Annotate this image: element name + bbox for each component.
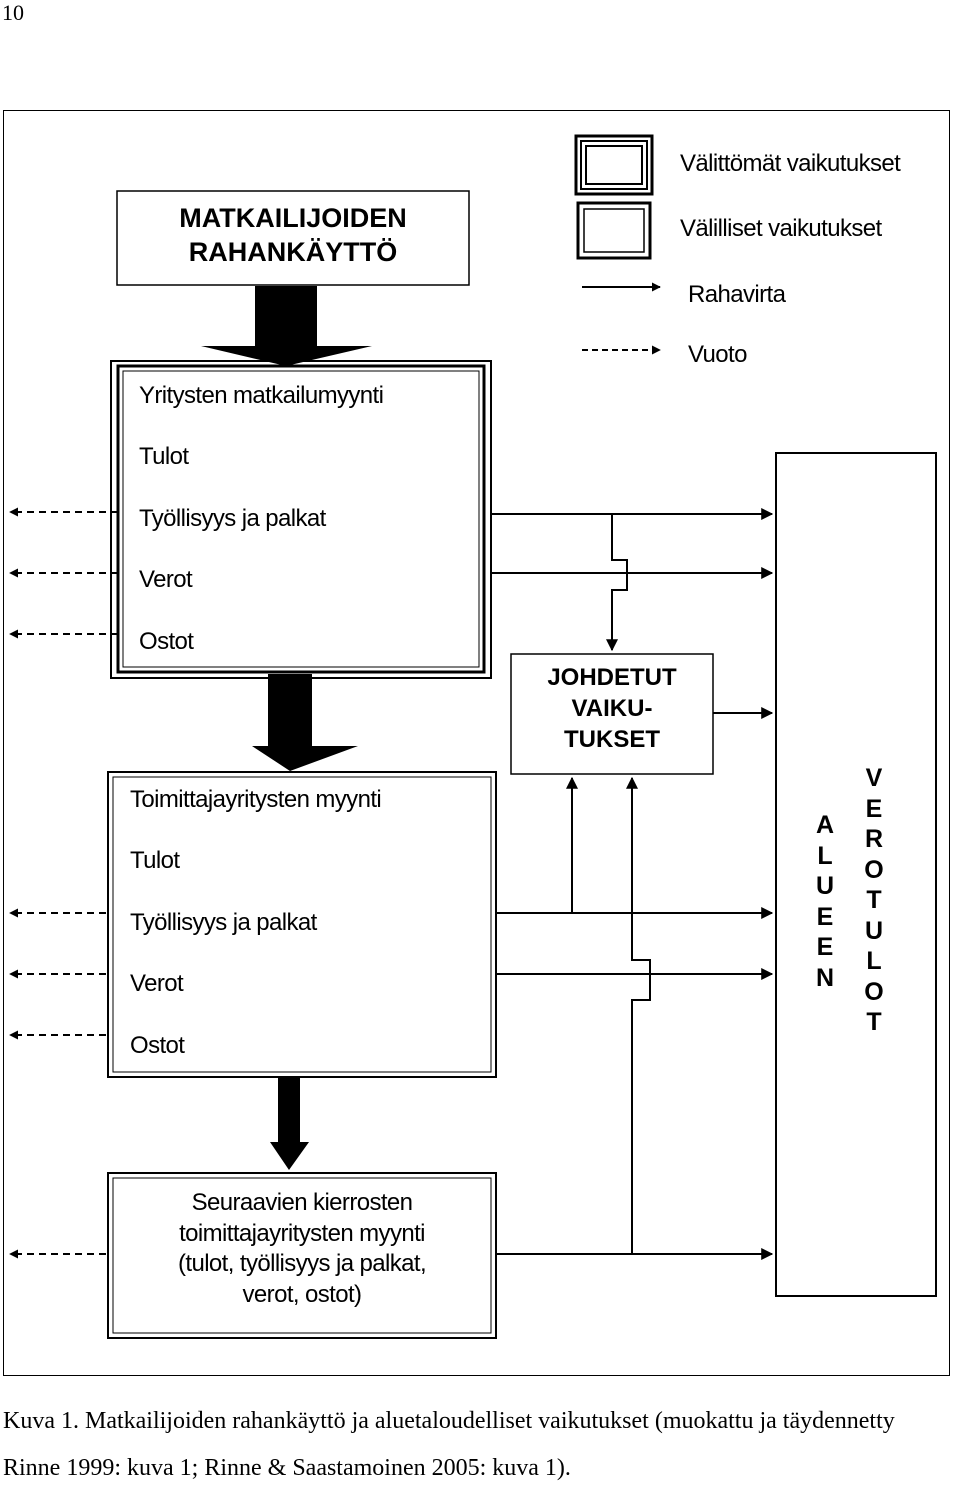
vertical-letter: N — [815, 963, 835, 992]
vertical-letter: U — [864, 916, 884, 945]
vertical-letter: L — [866, 947, 882, 975]
spending-title: MATKAILIJOIDEN RAHANKÄYTTÖ — [179, 203, 407, 267]
box2-item: Ostot — [130, 1032, 185, 1059]
box3-text: Seuraavien kierrosten toimittajayrityste… — [177, 1189, 427, 1308]
legend-direct-swatch — [574, 134, 654, 196]
legend-direct-label: Välittömät vaikutukset — [680, 150, 901, 177]
vertical-letter: L — [817, 841, 833, 870]
block-arrow-3 — [270, 1077, 309, 1170]
indirect-box-1 — [107, 771, 497, 1078]
vertical-letter: U — [815, 872, 835, 900]
block-arrow-2 — [252, 674, 358, 771]
induced-box — [510, 653, 714, 775]
vertical-letter: T — [866, 1008, 882, 1036]
box1-item: Työllisyys ja palkat — [139, 505, 326, 532]
vertical-letter: R — [864, 825, 884, 853]
box1-item: Ostot — [139, 628, 194, 655]
flow-from-box3 — [626, 776, 651, 1254]
vertical-letter: E — [816, 933, 834, 961]
legend-indirect-swatch — [576, 201, 652, 260]
legend-indirect-label: Välilliset vaikutukset — [680, 215, 882, 242]
box2-item: Tulot — [130, 847, 180, 874]
region-tax-box — [775, 452, 937, 1297]
vertical-letter: A — [815, 811, 835, 839]
vertical-letter: V — [865, 764, 883, 792]
box2-item: Verot — [130, 970, 184, 997]
box1-item: Tulot — [139, 443, 189, 470]
figure-caption: Kuva 1. Matkailijoiden rahankäyttö ja al… — [3, 1408, 895, 1481]
figure-frame — [3, 110, 950, 1376]
flow-diagram — [9, 134, 937, 1339]
money-flows — [491, 508, 774, 1260]
block-arrow-1 — [201, 286, 372, 366]
direct-box-outer — [110, 360, 492, 679]
leakage-arrows — [9, 507, 118, 1259]
box1-title: Yritysten matkailumyynti — [139, 382, 384, 409]
vertical-letter: E — [865, 794, 883, 823]
box2-title: Toimittajayritysten myynti — [130, 786, 382, 813]
flow-to-induced — [606, 514, 628, 652]
box1-item: Verot — [139, 566, 193, 593]
vertical-letter: T — [866, 886, 882, 914]
induced-text: JOHDETUT VAIKU- TUKSET — [547, 664, 677, 753]
legend — [574, 134, 661, 355]
vertical-letter: O — [864, 855, 884, 884]
legend-money-flow-label: Rahavirta — [688, 281, 786, 308]
page-number: 10 — [2, 0, 24, 25]
indirect-box-2 — [107, 1172, 497, 1339]
spending-box — [116, 190, 470, 286]
legend-leakage-label: Vuoto — [688, 341, 747, 368]
vertical-letter: O — [864, 977, 884, 1006]
vertical-letter: E — [816, 902, 834, 931]
box2-item: Työllisyys ja palkat — [130, 909, 317, 936]
